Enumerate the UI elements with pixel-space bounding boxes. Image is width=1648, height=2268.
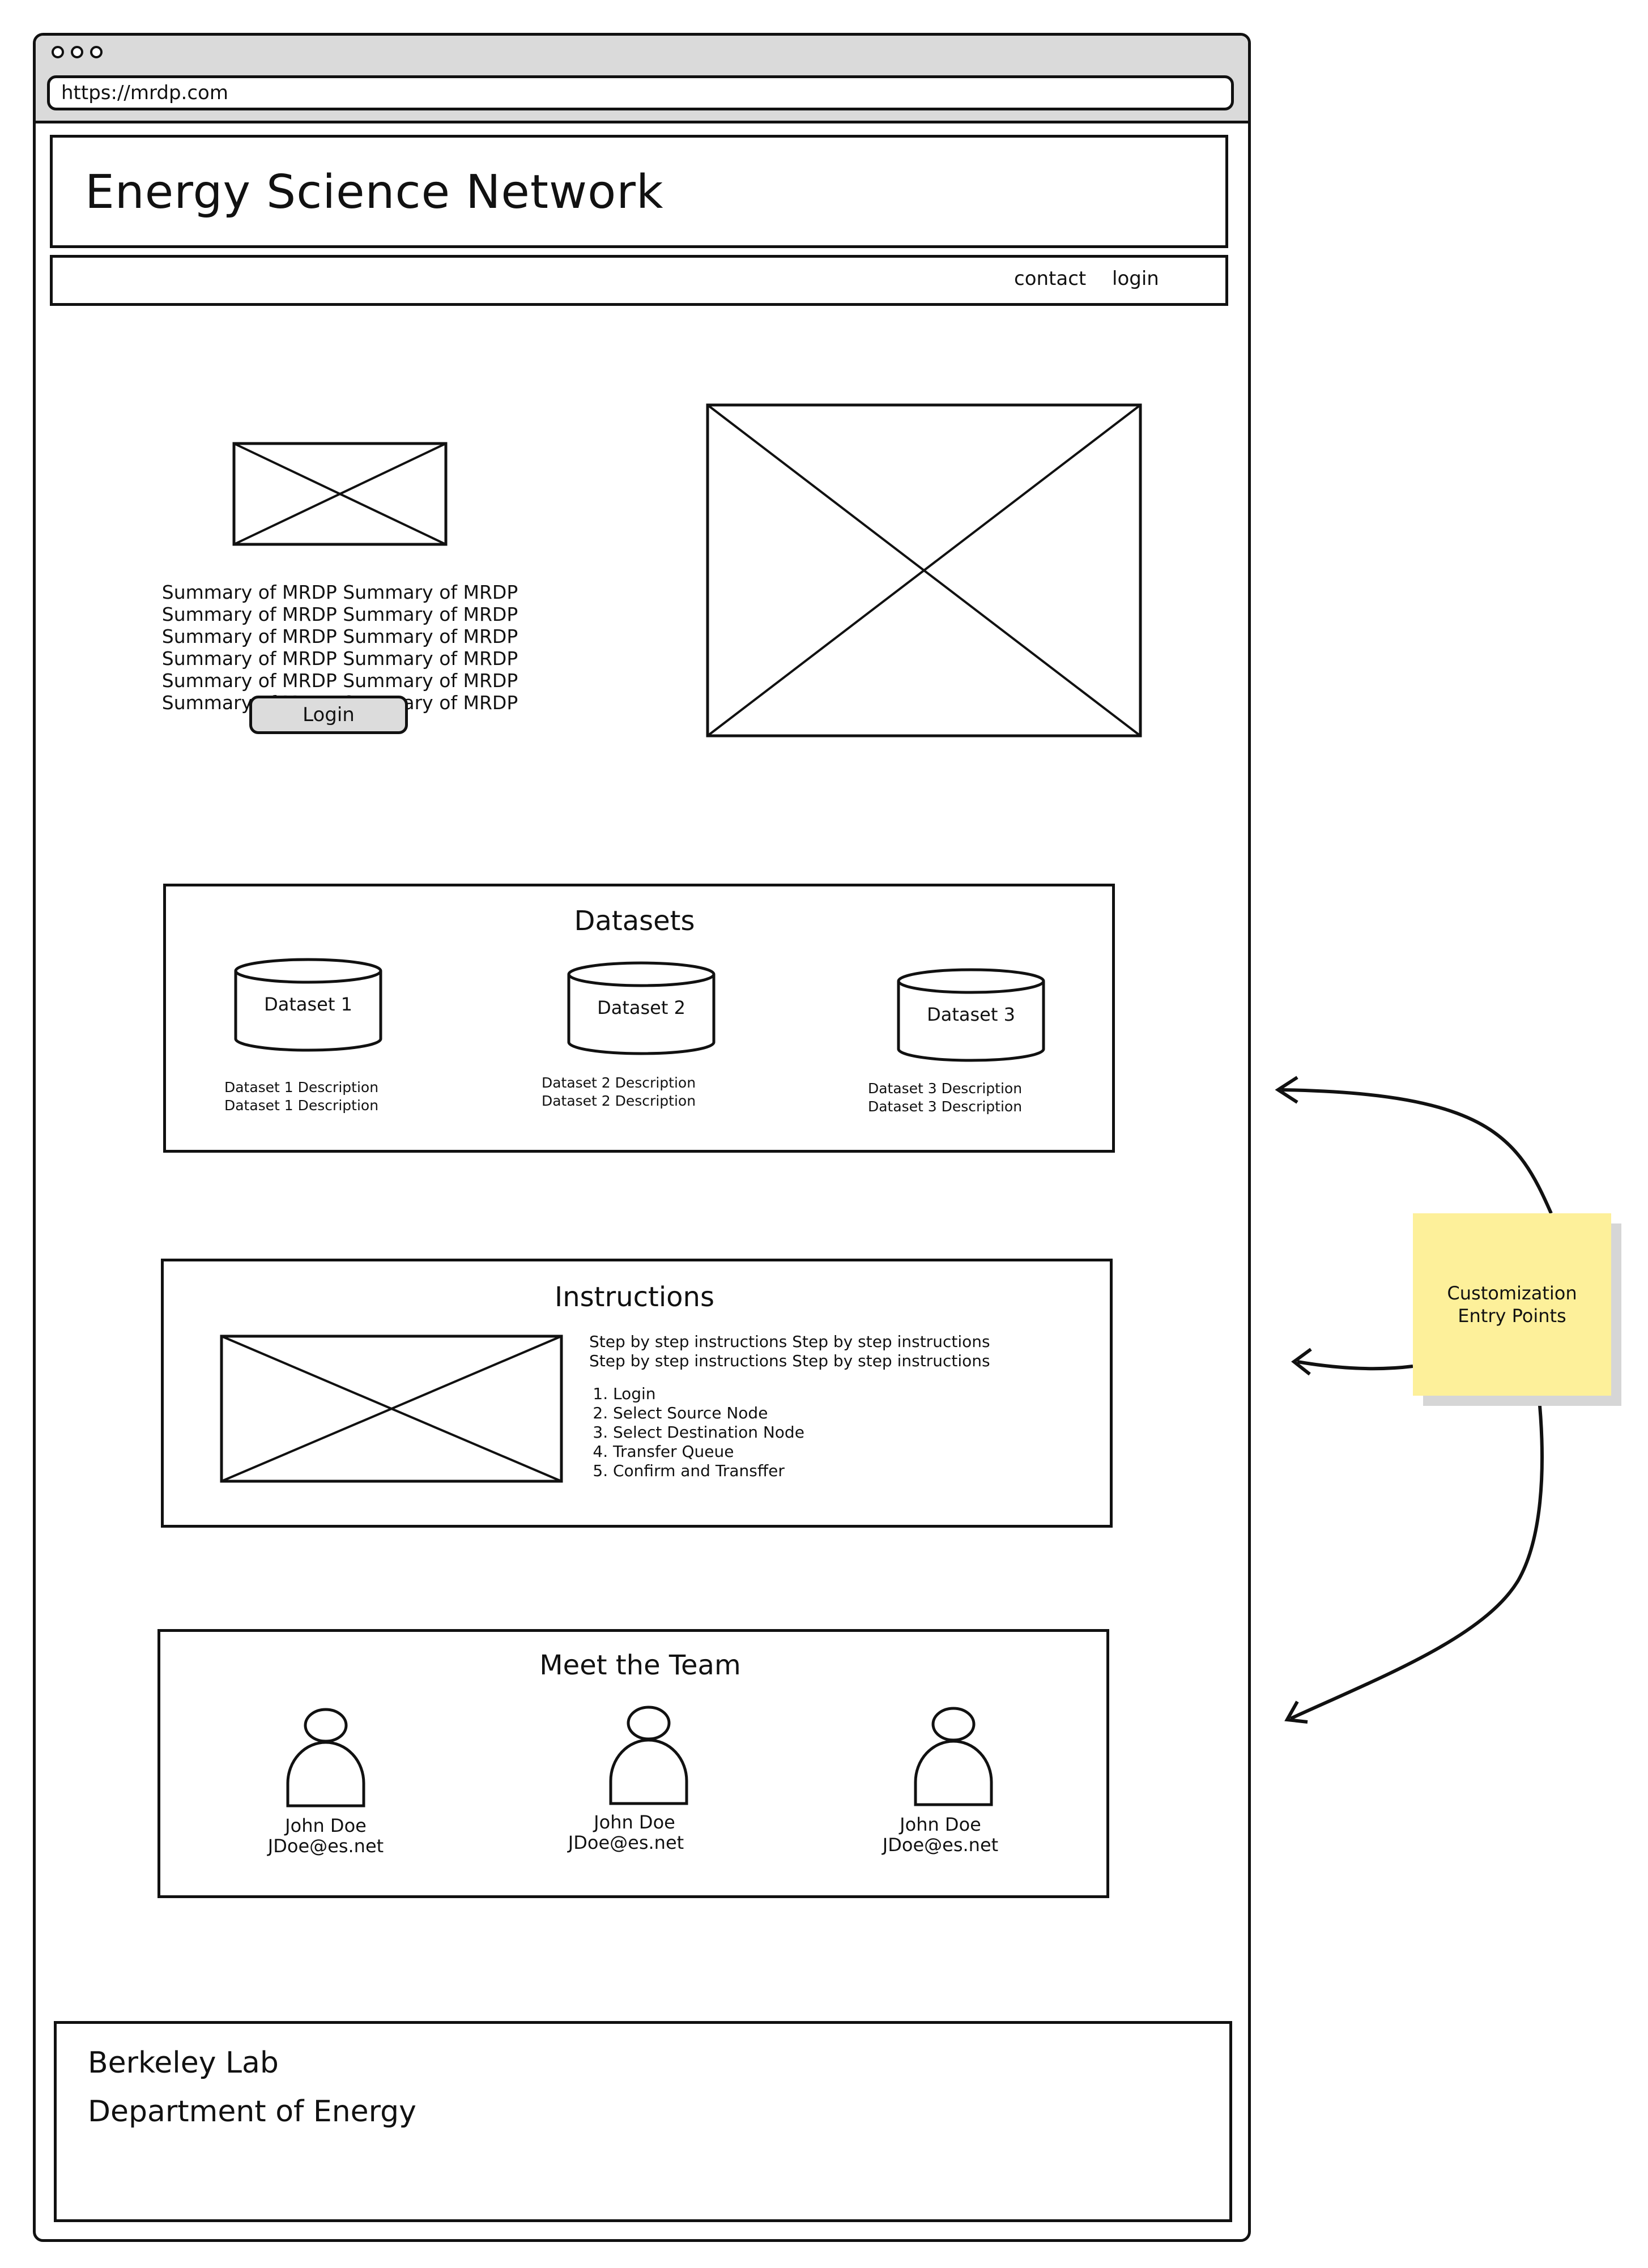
instructions-image-placeholder	[220, 1335, 563, 1483]
instructions-text: Step by step instructions Step by step i…	[589, 1332, 997, 1491]
footer-berkeley-lab: Berkeley Lab	[88, 2046, 279, 2080]
step-item: Login	[613, 1384, 997, 1404]
dataset-2-icon[interactable]	[567, 961, 716, 1056]
nav-bar	[50, 255, 1228, 306]
instructions-steps: Login Select Source Node Select Destinat…	[589, 1384, 997, 1481]
instructions-title: Instructions	[555, 1281, 714, 1313]
step-item: Select Destination Node	[613, 1423, 997, 1442]
arrow-to-instructions	[1297, 1360, 1413, 1371]
dataset-3-icon[interactable]	[896, 967, 1046, 1063]
team-member-1-avatar	[283, 1706, 368, 1808]
footer-department-of-energy: Department of Energy	[88, 2095, 416, 2129]
dataset-2-description-line-2: Dataset 2 Description	[541, 1093, 696, 1109]
step-item: Select Source Node	[613, 1404, 997, 1423]
nav-link-contact[interactable]: contact	[1014, 267, 1087, 290]
dataset-1-label[interactable]: Dataset 1	[264, 994, 352, 1015]
team-member-3-email[interactable]: JDoe@es.net	[882, 1834, 999, 1856]
window-minimize-icon[interactable]	[71, 46, 83, 58]
dataset-3-description-line-2: Dataset 3 Description	[867, 1098, 1023, 1115]
dataset-1-description-line-2: Dataset 1 Description	[224, 1097, 379, 1114]
step-item: Transfer Queue	[613, 1442, 997, 1461]
window-maximize-icon[interactable]	[90, 46, 103, 58]
team-member-1-email[interactable]: JDoe@es.net	[267, 1835, 384, 1857]
dataset-3-description-line-1: Dataset 3 Description	[867, 1080, 1023, 1097]
dataset-1-description-line-1: Dataset 1 Description	[224, 1079, 379, 1095]
dataset-1-icon[interactable]	[233, 957, 383, 1052]
site-header	[50, 135, 1228, 248]
team-member-3-name: John Doe	[900, 1814, 981, 1835]
nav-link-login[interactable]: login	[1112, 267, 1159, 290]
login-button[interactable]: Login	[249, 696, 408, 734]
customization-sticky-note: Customization Entry Points	[1413, 1213, 1611, 1396]
dataset-2-label[interactable]: Dataset 2	[597, 997, 685, 1018]
step-item: Confirm and Transffer	[613, 1461, 997, 1481]
team-member-2-avatar	[606, 1704, 691, 1806]
team-title: Meet the Team	[539, 1649, 741, 1681]
team-member-3-avatar	[911, 1705, 996, 1807]
dataset-2-description-line-1: Dataset 2 Description	[541, 1075, 696, 1091]
site-footer	[54, 2021, 1232, 2222]
dataset-3-label[interactable]: Dataset 3	[927, 1004, 1015, 1025]
team-member-2-name: John Doe	[594, 1811, 675, 1833]
arrow-to-instructions-head	[1291, 1348, 1312, 1376]
sticky-note-text: Customization Entry Points	[1447, 1282, 1577, 1327]
datasets-title: Datasets	[574, 905, 695, 937]
logo-image-placeholder	[232, 442, 448, 546]
arrow-to-datasets-head	[1275, 1076, 1298, 1104]
arrow-to-team-head	[1284, 1700, 1308, 1724]
team-member-1-name: John Doe	[285, 1815, 367, 1836]
arrow-to-team	[1289, 1393, 1544, 1720]
site-title: Energy Science Network	[85, 165, 664, 219]
hero-image-placeholder	[706, 403, 1142, 737]
window-close-icon[interactable]	[52, 46, 64, 58]
instructions-intro: Step by step instructions Step by step i…	[589, 1332, 990, 1370]
team-member-2-email[interactable]: JDoe@es.net	[568, 1832, 684, 1853]
arrow-to-datasets	[1281, 1088, 1553, 1214]
address-bar[interactable]: https://mrdp.com	[47, 75, 1234, 110]
